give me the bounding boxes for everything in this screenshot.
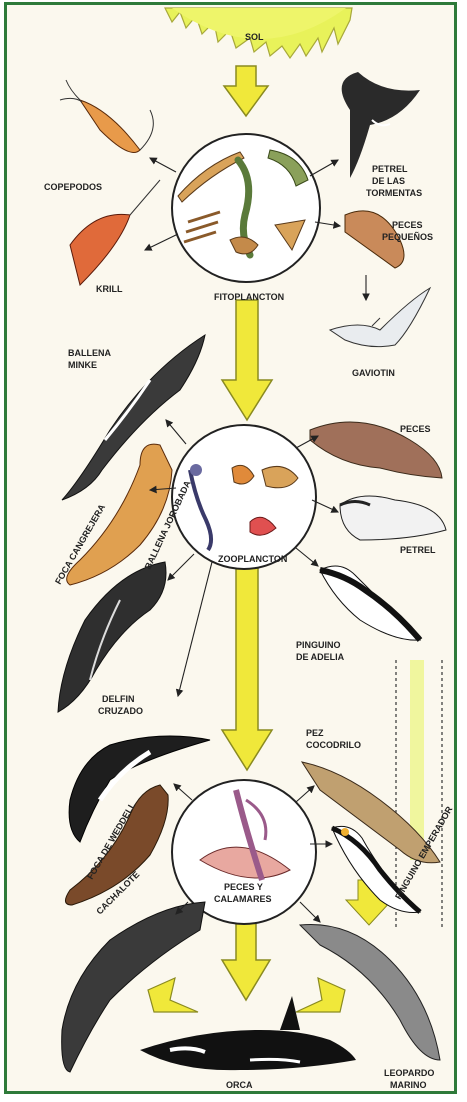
label-krill: KRILL bbox=[96, 284, 123, 294]
flow-arrow-peces-orca bbox=[222, 920, 270, 1000]
label-delfin-cruzado-2: CRUZADO bbox=[98, 706, 143, 716]
label-petrel-tormentas-1: PETREL bbox=[372, 164, 408, 174]
label-petrel-tormentas-3: TORMENTAS bbox=[366, 188, 422, 198]
label-zooplancton: ZOOPLANCTON bbox=[218, 554, 287, 564]
label-delfin-cruzado-1: DELFIN bbox=[102, 694, 135, 704]
label-orca: ORCA bbox=[226, 1080, 253, 1090]
label-peces-pequenos-2: PEQUEÑOS bbox=[382, 232, 433, 242]
label-ballena-minke-1: BALLENA bbox=[68, 348, 111, 358]
label-pez-cocodrilo-2: COCODRILO bbox=[306, 740, 361, 750]
label-peces-calamares-1: PECES Y bbox=[224, 882, 263, 892]
flow-arrow-sun-fito bbox=[224, 66, 268, 116]
label-petrel: PETREL bbox=[400, 545, 436, 555]
zooplancton-circle bbox=[172, 425, 316, 569]
label-pinguino-adelia-1: PINGUINO bbox=[296, 640, 341, 650]
label-petrel-tormentas-2: DE LAS bbox=[372, 176, 405, 186]
flow-arrow-cachalote-orca bbox=[148, 978, 198, 1012]
flow-arrow-leopardo-orca bbox=[296, 978, 345, 1012]
pinguino-adelia-illustration bbox=[320, 566, 420, 640]
label-pez-cocodrilo-1: PEZ bbox=[306, 728, 324, 738]
petrel-tormentas-illustration bbox=[342, 72, 420, 178]
label-leopardo-marino-1: LEOPARDO bbox=[384, 1068, 434, 1078]
label-peces: PECES bbox=[400, 424, 431, 434]
label-peces-calamares-2: CALAMARES bbox=[214, 894, 272, 904]
label-ballena-minke-2: MINKE bbox=[68, 360, 97, 370]
flow-arrow-fito-zoo bbox=[222, 300, 272, 420]
petrel-illustration bbox=[340, 496, 446, 540]
label-copepodos: COPEPODOS bbox=[44, 182, 102, 192]
label-fitoplancton: FITOPLANCTON bbox=[214, 292, 284, 302]
label-leopardo-marino-2: MARINO bbox=[390, 1080, 427, 1090]
gaviotin-illustration bbox=[330, 288, 430, 347]
krill-illustration bbox=[70, 180, 160, 285]
copepodo-illustration bbox=[60, 80, 153, 153]
ballena-jorobada-illustration bbox=[58, 562, 166, 712]
fitoplancton-circle bbox=[172, 134, 320, 282]
label-sol: SOL bbox=[245, 32, 264, 42]
label-peces-pequenos-1: PECES bbox=[392, 220, 423, 230]
label-gaviotin: GAVIOTIN bbox=[352, 368, 395, 378]
label-pinguino-adelia-2: DE ADELIA bbox=[296, 652, 345, 662]
flow-arrow-zoo-peces bbox=[222, 560, 272, 770]
